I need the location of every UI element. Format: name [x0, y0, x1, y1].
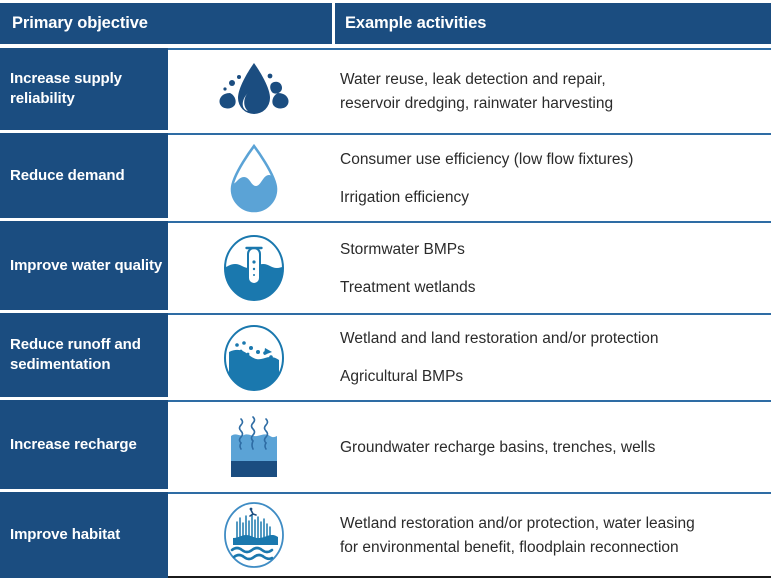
activity-line: Agricultural BMPs [340, 368, 464, 385]
objective-cell-reduce-demand: Reduce demand [0, 133, 168, 218]
test-tube-water-icon [168, 223, 340, 313]
objective-cell-reduce-runoff-and-sedimentation: Reduce runoff and sedimentation [0, 313, 168, 397]
half-full-droplet-icon [168, 135, 340, 221]
activity-line: Wetland restoration and/or protection, w… [340, 514, 695, 532]
activities-cell: Stormwater BMPs Treatment wetlands [340, 239, 771, 298]
objective-cell-increase-recharge: Increase recharge [0, 400, 168, 489]
table-row: Wetland restoration and/or protection, w… [168, 492, 771, 578]
objective-cell-improve-water-quality: Improve water quality [0, 221, 168, 310]
activity-line: Irrigation efficiency [340, 188, 469, 206]
wetland-reeds-waves-icon [168, 494, 340, 576]
objective-cell-increase-supply-reliability: Increase supply reliability [0, 48, 168, 130]
activity-line: for environmental benefit, floodplain re… [340, 538, 679, 556]
table-row: Consumer use efficiency (low flow fixtur… [168, 133, 771, 221]
table-header-row: Primary objective Example activities [0, 3, 771, 44]
activities-cell: Water reuse, leak detection and repair, … [340, 69, 771, 114]
activity-line: Water reuse, leak detection and repair, [340, 71, 606, 88]
objective-label: Increase supply reliability [10, 70, 122, 107]
objective-label: Reduce runoff and sedimentation [10, 336, 141, 373]
objective-label: Reduce demand [10, 166, 125, 184]
objective-label: Increase recharge [10, 435, 137, 453]
table-bottom-edge [0, 581, 338, 584]
activity-line: Consumer use efficiency (low flow fixtur… [340, 150, 634, 168]
activity-line: Stormwater BMPs [340, 240, 465, 258]
activity-line: Treatment wetlands [340, 278, 476, 296]
table-row: Stormwater BMPs Treatment wetlands [168, 221, 771, 313]
table-row: Groundwater recharge basins, trenches, w… [168, 400, 771, 492]
objective-label: Improve habitat [10, 526, 121, 543]
header-column-divider [332, 3, 335, 44]
activities-cell: Wetland restoration and/or protection, w… [340, 513, 771, 558]
objective-label: Improve water quality [10, 256, 163, 274]
activity-line: reservoir dredging, rainwater harvesting [340, 95, 614, 112]
activity-line: Groundwater recharge basins, trenches, w… [340, 438, 656, 456]
table-row: Water reuse, leak detection and repair, … [168, 48, 771, 133]
activities-cell: Groundwater recharge basins, trenches, w… [340, 437, 771, 458]
table-row: Wetland and land restoration and/or prot… [168, 313, 771, 400]
objective-cell-improve-habitat: Improve habitat [0, 492, 168, 578]
eroding-hillside-icon [168, 315, 340, 400]
activity-line: Wetland and land restoration and/or prot… [340, 330, 659, 347]
column-header-primary-objective: Primary objective [0, 3, 332, 44]
activities-cell: Consumer use efficiency (low flow fixtur… [340, 149, 771, 208]
column-header-example-activities: Example activities [335, 3, 771, 44]
water-droplet-splash-icon [168, 50, 340, 133]
groundwater-recharge-icon [168, 402, 340, 492]
activities-cell: Wetland and land restoration and/or prot… [340, 328, 771, 387]
column-header-example-activities-label: Example activities [345, 14, 487, 32]
objective-column: Increase supply reliability Reduce deman… [0, 0, 338, 584]
column-header-primary-objective-label: Primary objective [12, 14, 148, 32]
